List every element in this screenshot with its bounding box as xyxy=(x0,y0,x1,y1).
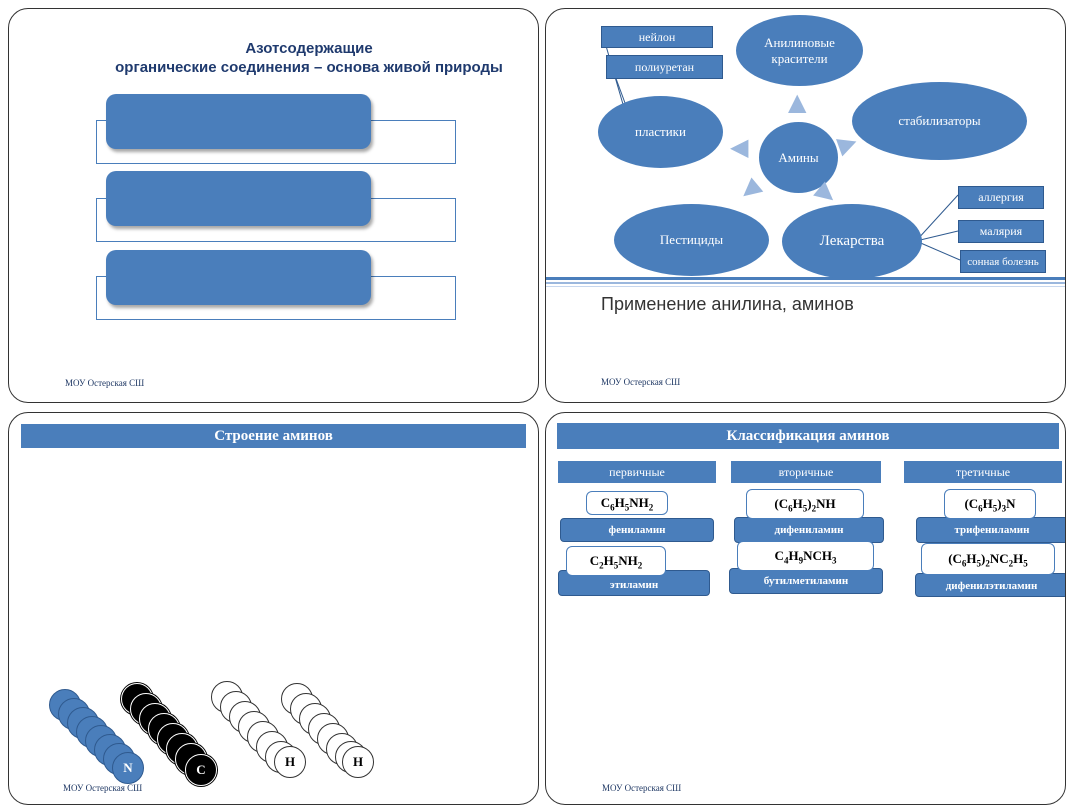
amine-name: дифениламин xyxy=(734,517,884,543)
slide-header: Классификация аминов xyxy=(557,423,1059,449)
tag-sleeping-sickness[interactable]: сонная болезнь xyxy=(960,250,1046,273)
arrow-left-icon: ◀ xyxy=(730,133,749,161)
slide-footer: МОУ Остерская СШ xyxy=(601,377,681,387)
slide-organic-compounds[interactable]: Азотсодержащие органические соединения –… xyxy=(8,8,539,403)
nitrogen-atom[interactable]: N xyxy=(112,752,144,784)
content-box-3[interactable] xyxy=(106,250,371,305)
slide-footer: МОУ Остерская СШ xyxy=(602,783,682,793)
amine-name: дифенилэтиламин xyxy=(915,573,1065,597)
node-dyes[interactable]: Анилиновые красители xyxy=(736,15,863,86)
amine-formula: (C6H5)2NC2H5 xyxy=(921,543,1055,575)
amine-formula: (C6H5)3N xyxy=(944,489,1036,519)
column-header-secondary: вторичные xyxy=(731,461,881,483)
content-box-1[interactable] xyxy=(106,94,371,149)
slide-caption: Применение анилина, аминов xyxy=(601,294,854,314)
amine-formula: C2H5NH2 xyxy=(566,546,666,576)
amine-formula: C4H9NCH3 xyxy=(737,541,874,571)
column-header-primary: первичные xyxy=(558,461,716,483)
node-amines-center[interactable]: Амины xyxy=(759,122,838,193)
column-header-tertiary: третичные xyxy=(904,461,1062,483)
hydrogen-atom[interactable]: H xyxy=(342,746,374,778)
slide-title: Азотсодержащие органические соединения –… xyxy=(115,40,503,76)
tag-nylon[interactable]: нейлон xyxy=(601,26,713,48)
node-medicines[interactable]: Лекарства xyxy=(782,204,922,279)
slide-header: Строение аминов xyxy=(21,424,526,448)
hydrogen-atom[interactable]: H xyxy=(274,746,306,778)
node-plastics[interactable]: пластики xyxy=(598,96,723,168)
slide-footer: МОУ Остерская СШ xyxy=(63,783,143,793)
carbon-atom[interactable]: C xyxy=(185,754,217,786)
amine-name: фениламин xyxy=(560,518,714,542)
amine-formula: C6H5NH2 xyxy=(586,491,668,515)
slide-footer: МОУ Остерская СШ xyxy=(65,378,145,388)
slide-aniline-applications[interactable]: Анилиновые красители стабилизаторы пласт… xyxy=(545,8,1066,403)
tag-allergy[interactable]: аллергия xyxy=(958,186,1044,209)
tag-malaria[interactable]: малярия xyxy=(958,220,1044,243)
amine-formula: (C6H5)2NH xyxy=(746,489,864,519)
amine-name: трифениламин xyxy=(916,517,1065,543)
tag-polyurethane[interactable]: полиуретан xyxy=(606,55,723,79)
node-pesticides[interactable]: Пестициды xyxy=(614,204,769,276)
slide-amine-structure[interactable]: Строение аминов N C H xyxy=(8,412,539,805)
arrow-up-icon: ▲ xyxy=(788,88,807,116)
node-stabilizers[interactable]: стабилизаторы xyxy=(852,82,1027,160)
content-box-2[interactable] xyxy=(106,171,371,226)
slide-amine-classification[interactable]: Классификация аминов первичные вторичные… xyxy=(545,412,1066,805)
